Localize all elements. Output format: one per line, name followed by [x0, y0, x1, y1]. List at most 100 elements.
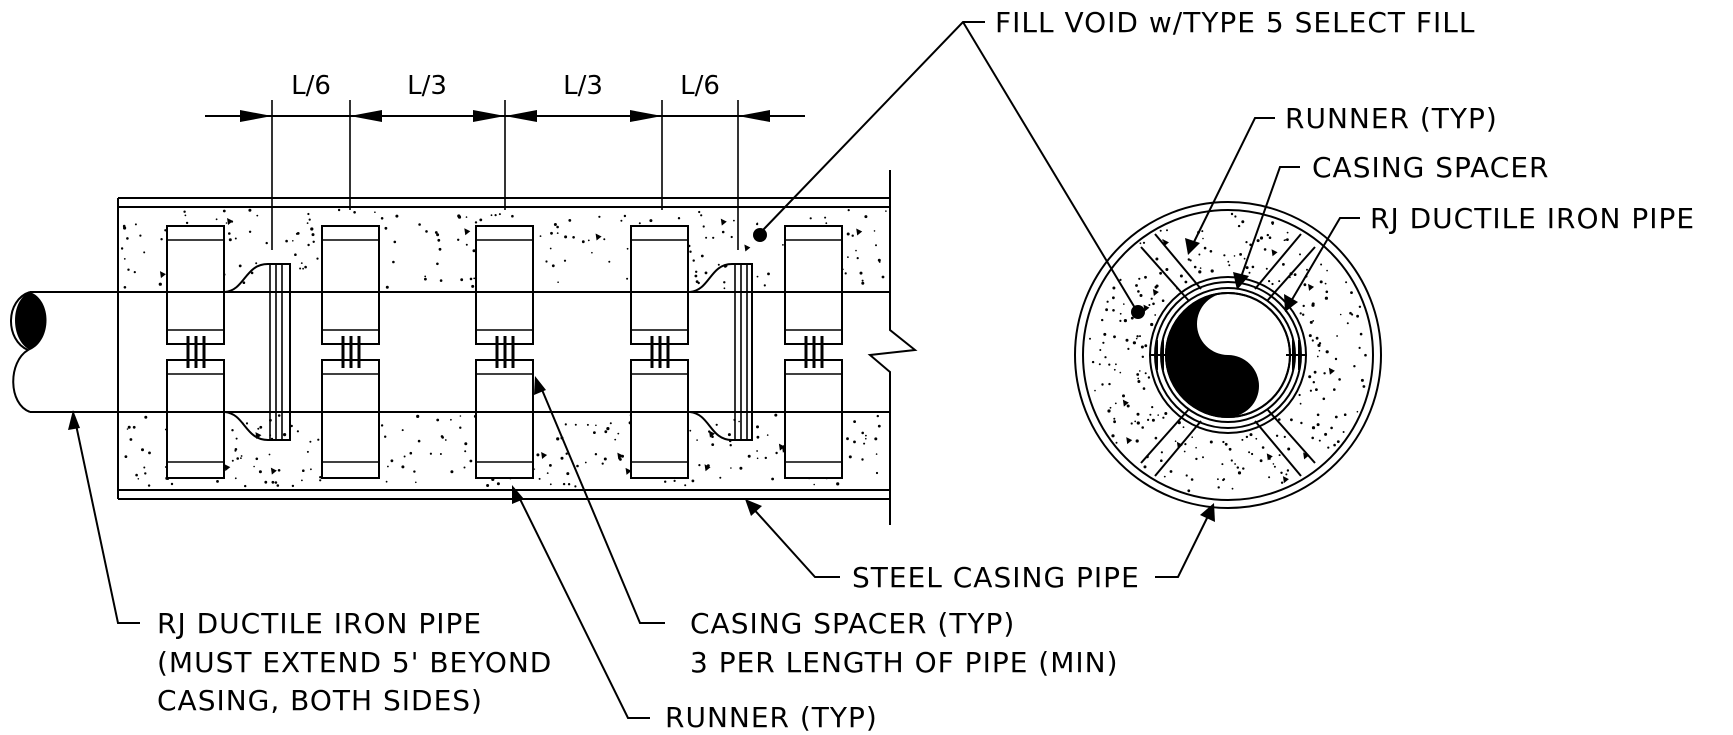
stipple-dot — [271, 480, 275, 484]
stipple-dot — [319, 479, 322, 482]
stipple-dot — [702, 225, 705, 228]
stipple-dot — [874, 437, 878, 441]
stipple-dot — [1184, 280, 1188, 284]
stipple-dot — [337, 208, 341, 212]
aggregate-mark — [1308, 283, 1315, 291]
stipple-dot — [1356, 314, 1359, 318]
stipple-dot — [291, 484, 295, 488]
stipple-dot — [730, 467, 732, 469]
stipple-dot — [1306, 268, 1308, 271]
stipple-dot — [1094, 389, 1096, 392]
stipple-dot — [300, 262, 303, 264]
stipple-dot — [649, 219, 653, 223]
stipple-dot — [664, 480, 667, 483]
stipple-dot — [677, 217, 681, 220]
stipple-dot — [1359, 332, 1363, 336]
stipple-dot — [1142, 241, 1146, 244]
stipple-dot — [132, 425, 136, 429]
stipple-dot — [231, 429, 234, 432]
stipple-dot — [1115, 363, 1117, 366]
stipple-dot — [1144, 344, 1148, 348]
stipple-dot — [1130, 422, 1133, 425]
stipple-dot — [574, 423, 577, 426]
stipple-dot — [312, 240, 315, 243]
stipple-dot — [1351, 313, 1354, 316]
stipple-dot — [1098, 363, 1101, 366]
stipple-dot — [878, 261, 881, 263]
stipple-dot — [316, 257, 319, 260]
stipple-dot — [498, 213, 501, 216]
steel-casing-inner — [1082, 209, 1374, 501]
stipple-dot — [1316, 355, 1319, 358]
stipple-dot — [1242, 467, 1245, 470]
stipple-dot — [549, 464, 552, 467]
stipple-dot — [1241, 438, 1244, 441]
stipple-dot — [1350, 291, 1353, 294]
stipple-dot — [1339, 313, 1342, 316]
stipple-dot — [1143, 465, 1147, 469]
stipple-dot — [1259, 236, 1264, 240]
stipple-dot — [1190, 478, 1194, 481]
stipple-dot — [486, 484, 490, 487]
stipple-dot — [1251, 452, 1254, 456]
stipple-dot — [1356, 410, 1359, 413]
stipple-dot — [1198, 253, 1201, 256]
stipple-dot — [756, 223, 759, 226]
stipple-dot — [1273, 465, 1276, 468]
aggregate-mark — [1282, 476, 1289, 484]
stipple-dot — [1123, 319, 1127, 323]
stipple-dot — [771, 477, 774, 481]
stipple-dot — [240, 457, 242, 459]
stipple-dot — [296, 430, 299, 433]
stipple-dot — [1272, 463, 1275, 465]
stipple-dot — [465, 243, 468, 246]
stipple-dot — [1123, 303, 1125, 305]
stipple-dot — [719, 476, 722, 479]
stipple-dot — [1113, 335, 1116, 339]
stipple-dot — [848, 455, 852, 459]
stipple-dot — [824, 216, 827, 219]
stipple-dot — [1358, 305, 1362, 308]
stipple-dot — [380, 217, 384, 220]
stipple-dot — [385, 480, 388, 483]
stipple-dot — [244, 484, 247, 488]
stipple-dot — [436, 418, 440, 422]
stipple-dot — [418, 223, 421, 226]
stipple-dot — [1155, 284, 1159, 288]
stipple-dot — [1231, 487, 1234, 490]
casing-spacers-elevation — [166, 225, 843, 479]
stipple-dot — [1147, 418, 1150, 421]
stipple-dot — [586, 423, 589, 426]
stipple-dot — [1280, 471, 1283, 474]
stipple-dot — [170, 482, 174, 486]
stipple-dot — [1091, 360, 1095, 364]
stipple-dot — [1286, 231, 1289, 234]
stipple-dot — [1113, 368, 1116, 371]
stipple-dot — [1268, 280, 1271, 283]
stipple-dot — [1268, 476, 1271, 479]
stipple-dot — [1259, 459, 1263, 463]
pipe-cut-end-icon — [15, 292, 47, 350]
stipple-dot — [1312, 381, 1316, 384]
stipple-dot — [463, 466, 466, 469]
stipple-dot — [438, 247, 442, 251]
stipple-dot — [215, 218, 218, 221]
stipple-dot — [614, 438, 617, 441]
stipple-dot — [143, 251, 146, 254]
stipple-dot — [424, 275, 427, 278]
stipple-dot — [739, 466, 743, 470]
stipple-dot — [623, 214, 627, 218]
stipple-dot — [556, 437, 560, 441]
stipple-dot — [581, 240, 585, 244]
stipple-dot — [1342, 431, 1345, 433]
stipple-dot — [1108, 382, 1111, 386]
stipple-dot — [1107, 409, 1111, 413]
stipple-dot — [1239, 253, 1242, 256]
stipple-dot — [1302, 304, 1305, 308]
stipple-dot — [1333, 388, 1336, 391]
stipple-dot — [384, 435, 387, 438]
stipple-dot — [1362, 385, 1366, 388]
stipple-dot — [847, 256, 849, 258]
stipple-dot — [875, 471, 879, 475]
stipple-dot — [380, 424, 384, 427]
